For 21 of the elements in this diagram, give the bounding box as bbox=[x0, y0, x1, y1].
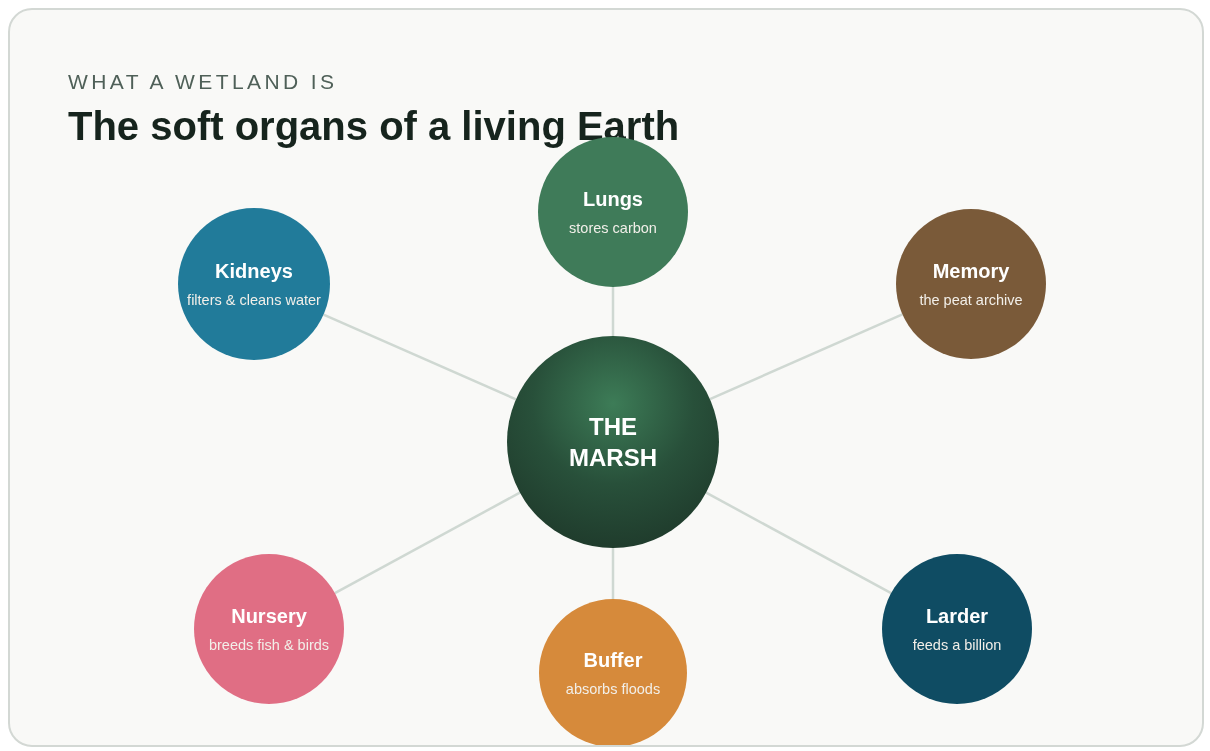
organ-name: Larder bbox=[925, 605, 989, 628]
organ-name: Lungs bbox=[583, 188, 643, 211]
connector-line bbox=[705, 491, 892, 595]
organ-name: Nursery bbox=[231, 605, 307, 628]
organ-name: Memory bbox=[932, 260, 1010, 283]
organ-description: breeds fish & birds bbox=[208, 637, 330, 653]
organ-description: filters & cleans water bbox=[187, 292, 321, 308]
connector-line bbox=[323, 313, 517, 401]
connector-line bbox=[709, 313, 903, 401]
organ-description: stores carbon bbox=[569, 220, 657, 236]
connector-line bbox=[611, 548, 615, 599]
organ-description: feeds a billion bbox=[912, 637, 1002, 653]
connector-line bbox=[334, 491, 521, 595]
title: The soft organs of a living Earth bbox=[68, 104, 680, 149]
organ-description: the peat archive bbox=[919, 292, 1023, 308]
organ-description: absorbs floods bbox=[565, 681, 661, 697]
organ-name: Buffer bbox=[583, 649, 643, 672]
connector-line bbox=[611, 287, 615, 336]
hub-label: THE MARSH bbox=[568, 411, 658, 473]
organ-name: Kidneys bbox=[215, 260, 293, 283]
eyebrow-heading: WHAT A WETLAND IS bbox=[68, 70, 338, 94]
